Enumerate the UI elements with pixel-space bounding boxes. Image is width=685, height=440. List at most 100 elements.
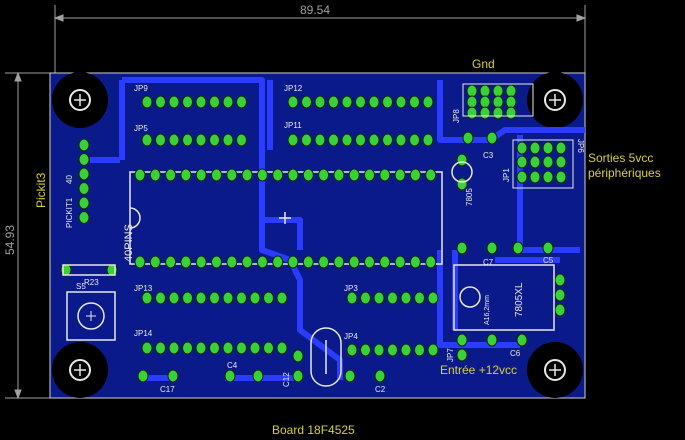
pad [236,95,247,109]
push-button-s5 [66,291,116,341]
pad [505,106,517,120]
pad [195,291,207,305]
width-dimension-label: 89.54 [300,3,330,17]
label-jp9: JP9 [134,84,148,93]
pad [301,133,312,147]
pad [409,255,421,269]
pad [427,291,439,305]
pad [364,255,375,269]
pad [516,333,528,347]
pad [180,255,192,269]
pad [542,241,554,255]
pad [344,369,356,383]
label-jp5: JP5 [134,124,148,133]
pad [516,141,528,155]
label-c2: C2 [375,385,386,394]
pad [333,255,345,269]
pad [425,255,437,269]
pad [348,255,360,269]
pad [141,95,153,109]
header-blocks [462,83,574,189]
pad [373,291,385,305]
pad [182,95,193,109]
label-c17: C17 [160,385,175,394]
dimension-lines [5,5,587,400]
pad [168,291,180,305]
pad [182,291,193,305]
label-jp13: JP13 [134,284,153,293]
label-jp6: JP6 [576,139,585,153]
pad [382,133,393,147]
pad [78,182,90,195]
label-r23: R23 [84,278,99,287]
pad [346,343,358,357]
pad [141,341,153,355]
pad [373,343,385,357]
annotation-outputs-line1: Sorties 5vcc [588,151,653,165]
pad [226,168,238,182]
pad [249,291,261,305]
pad [333,168,345,182]
pad [414,291,425,305]
pad [314,133,326,147]
pad [276,291,288,305]
pad [263,341,274,355]
pad [554,273,566,287]
pad [168,95,180,109]
pad [168,133,180,147]
pad [456,241,468,255]
pad [78,153,90,166]
pad [355,95,366,109]
pad [155,341,166,355]
label-c6: C6 [510,349,521,358]
pad [222,95,234,109]
annotation-outputs-line2: périphériques [588,166,661,180]
pad [236,291,247,305]
annotation-board-name: Board 18F4525 [272,423,355,437]
pad [542,155,554,169]
pad [314,95,326,109]
label-jp8: JP8 [452,109,461,123]
pad [555,170,567,184]
pad [395,95,407,109]
pad [486,241,498,255]
pad [78,167,90,181]
pad [479,95,491,109]
pad [182,341,193,355]
mounting-holes [52,72,583,398]
pad [341,95,353,109]
pad [137,369,149,383]
height-dimension-label: 54.93 [3,225,17,255]
pad [209,341,220,355]
pad [414,343,425,357]
pad [141,291,153,305]
pad [249,341,261,355]
pad [400,343,412,357]
pad [379,255,391,269]
pad [155,291,166,305]
label-c4: C4 [227,361,238,370]
pad [241,168,253,182]
pad [379,168,391,182]
pad [368,95,380,109]
label-7805: 7805 [465,188,474,206]
pad [287,255,299,269]
pad [529,141,541,155]
pad [462,131,474,145]
pad [222,341,234,355]
pad [555,155,567,169]
label-jp11: JP11 [284,121,302,130]
pad [374,369,386,383]
pad [241,255,253,269]
resistor-r23 [62,264,116,276]
pad [516,155,528,169]
ic-label: 40PINS [123,224,135,262]
pad [236,133,247,147]
label-7805xl: 7805XL [514,282,525,317]
pad [134,168,146,182]
pad [301,95,312,109]
annotation-input: Entrée +12vcc [440,363,517,377]
pad [328,133,339,147]
pad [222,291,234,305]
label-jp3: JP3 [344,284,358,293]
